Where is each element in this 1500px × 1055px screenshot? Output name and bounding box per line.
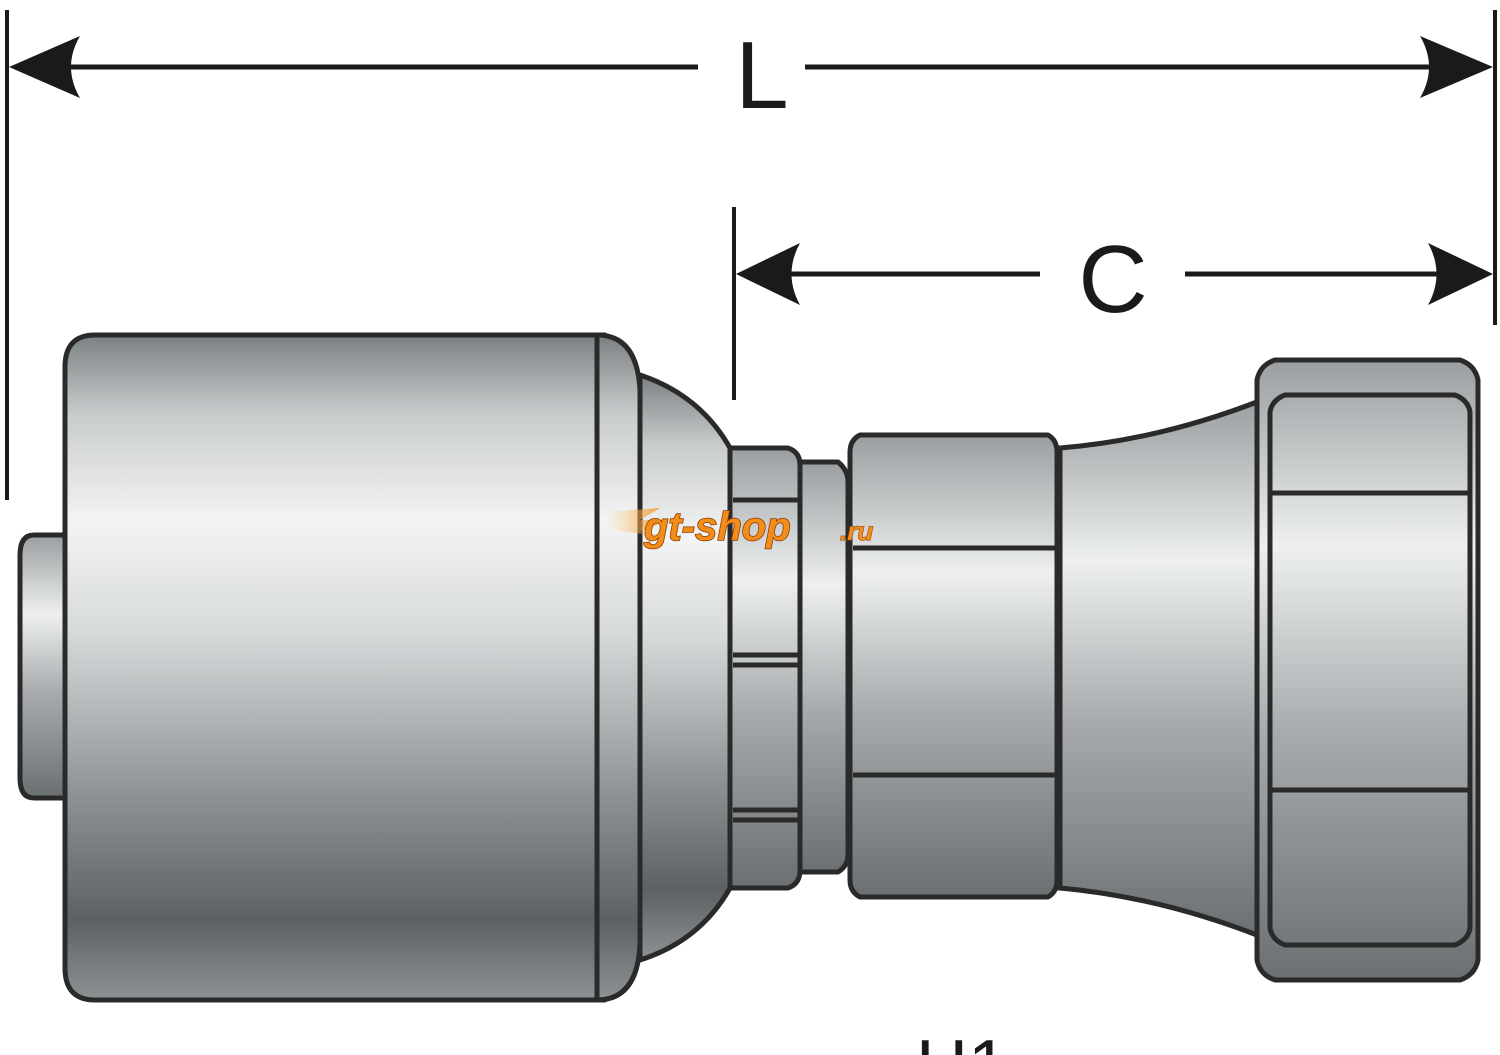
- arrowhead-l-right: [1420, 36, 1493, 98]
- watermark-suffix: .ru: [840, 516, 873, 546]
- dimension-label-l: L: [735, 22, 788, 129]
- ferrule: [62, 332, 608, 1003]
- hose-stub: [17, 532, 71, 801]
- dimension-c: C: [732, 207, 1493, 400]
- hex-nut-1: [847, 432, 1060, 900]
- dimension-label-h1: H1: [916, 1026, 1008, 1055]
- flame-speed-icon: [605, 508, 668, 536]
- swivel-nut-inner-face: [1267, 392, 1473, 948]
- arrowhead-l-left: [9, 36, 80, 98]
- nut-neck: [1057, 397, 1265, 940]
- arrowhead-c-left: [736, 243, 800, 305]
- swivel-nut: [1254, 357, 1481, 983]
- flare-transition: [637, 372, 733, 963]
- watermark-text: gt-shop: [643, 505, 791, 549]
- dimension-label-c: C: [1078, 226, 1147, 333]
- watermark: gt-shop .ru: [605, 504, 874, 550]
- ferrule-cap: [594, 332, 643, 1003]
- hose-fitting: [17, 332, 1481, 1003]
- dimension-l: L: [5, 10, 1497, 500]
- arrowhead-c-right: [1428, 243, 1493, 305]
